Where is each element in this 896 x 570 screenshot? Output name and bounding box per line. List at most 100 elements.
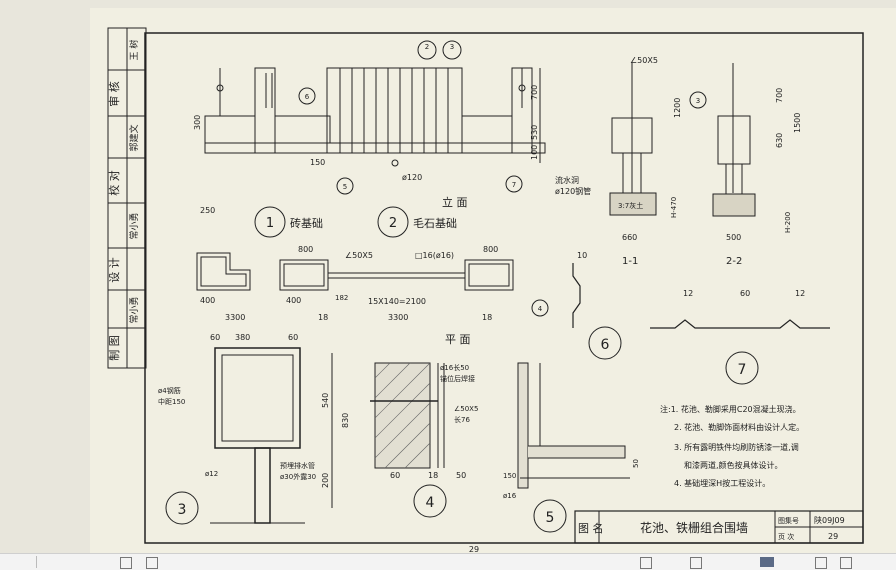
rotate-icon[interactable] [815, 557, 827, 569]
dim-660: 660 [622, 233, 637, 242]
drawing-svg: 校 对 设 计 审 核 制 图 郭建文 常小勇 王 树 常小勇 [107, 27, 864, 553]
lime-soil-1: 3:7灰土 [618, 201, 643, 210]
callout-4-plan: 4 [538, 305, 543, 313]
brick-foundation: 砖基础 [290, 216, 323, 230]
elevation-title: 立 面 [442, 195, 468, 209]
view-double-icon[interactable] [146, 557, 158, 569]
dim-3300-a: 3300 [225, 313, 245, 322]
fit-width-icon[interactable] [640, 557, 652, 569]
page-no: 29 [828, 532, 838, 541]
dim-sq16: □16(ø16) [415, 251, 454, 260]
dim-150-5: 150 [503, 472, 516, 480]
dim-540: 540 [321, 393, 330, 408]
section-1-1-title: 1-1 [622, 256, 638, 267]
dim-angle-plan: ∠50X5 [345, 251, 373, 260]
dim-700: 700 [530, 85, 539, 100]
label-design: 设 计 [108, 257, 121, 283]
footer-page-number: 29 [469, 545, 479, 553]
page-view-icon[interactable] [690, 557, 702, 569]
dim-60: 60 [740, 289, 750, 298]
callout-3-detail: 3 [178, 502, 187, 518]
dim-400-b: 400 [286, 296, 301, 305]
callout-6-detail: 6 [601, 337, 610, 353]
dim-800-b: 800 [483, 245, 498, 254]
section-1-1: 3:7灰土 ∠50X5 1200 流水洞 ø120钢管 H-470 660 1-… [555, 56, 682, 267]
dim-100: 100 [530, 145, 539, 160]
weld-rod-note: ø16长50 [440, 363, 469, 372]
label-draw: 制 图 [108, 335, 121, 361]
dim-15x140: 15X140=2100 [368, 297, 426, 306]
status-field[interactable] [0, 556, 37, 568]
angle-76-note: ∠50X5 [454, 405, 478, 413]
title-block: 图 名 花池、铁栅组合围墙 图集号 陕09J09 页 次 29 [574, 510, 864, 544]
callout-4-detail: 4 [426, 495, 435, 511]
rebar-note: ø4钢筋 [158, 386, 181, 395]
h-470: H-470 [670, 197, 678, 218]
phi12-note: ø12 [205, 470, 218, 478]
dim-angle-1: ∠50X5 [630, 56, 658, 65]
callout-2: 2 [389, 216, 397, 231]
callout-3-35: 3 [450, 43, 454, 51]
drain-pipe-note2: ø30外露30 [280, 472, 316, 481]
status-bar [0, 553, 896, 570]
dim-1200: 1200 [673, 98, 682, 118]
atlas-label: 图集号 [778, 516, 799, 525]
drain-pipe-note: 预埋排水管 [280, 461, 315, 470]
dim-530: 530 [530, 125, 539, 140]
h-200: H-200 [784, 212, 792, 233]
dim-phi120: ø120 [402, 173, 422, 182]
plan-title: 平 面 [445, 333, 471, 346]
fence-bars [339, 68, 449, 153]
dim-50-5: 50 [632, 459, 640, 468]
label-proofread: 校 对 [107, 170, 121, 196]
dim-800-a: 800 [298, 245, 313, 254]
elevation-view: 700 530 100 300 150 ø120 立 面 2 3 6 5 7 [193, 40, 546, 209]
dim-500: 500 [726, 233, 741, 242]
note-line-4: 和漆两道,颜色按具体设计。 [684, 460, 783, 470]
dim-380: 380 [235, 333, 250, 342]
callout-6: 6 [305, 93, 310, 101]
phi16-note: ø16 [503, 492, 517, 500]
notes-block: 注:1. 花池、勒脚采用C20混凝土现浇。 2. 花池、勒脚饰面材料由设计人定。… [660, 404, 804, 488]
dim-60-a: 60 [210, 333, 220, 342]
callout-2-35: 2 [425, 43, 429, 51]
note-line-5: 4. 基础埋深H按工程设计。 [674, 478, 770, 488]
detail-4: ø16长50 锚位后焊接 ∠50X5 长76 60 18 50 4 [370, 362, 478, 518]
signoff-table: 校 对 设 计 审 核 制 图 郭建文 常小勇 王 树 常小勇 [107, 27, 147, 369]
dim-182: 182 [335, 294, 348, 302]
zoom-icon[interactable] [760, 557, 774, 567]
callout-3: 3 [696, 97, 700, 105]
dim-300: 300 [193, 115, 202, 130]
dim-60-b: 60 [288, 333, 298, 342]
name-proofread: 郭建文 [128, 124, 140, 151]
atlas-no: 陕09J09 [814, 515, 845, 525]
spacing-note: 中距150 [158, 397, 185, 406]
drawing-name: 花池、铁栅组合围墙 [640, 520, 748, 535]
dim-50: 50 [456, 471, 466, 480]
section-2-2-title: 2-2 [726, 256, 742, 267]
callout-5-detail: 5 [546, 510, 555, 526]
drain-pipe: ø120钢管 [555, 186, 591, 196]
dim-400-a: 400 [200, 296, 215, 305]
dim-10: 10 [577, 251, 587, 260]
dim-12-b: 12 [795, 289, 805, 298]
callout-7: 7 [512, 181, 516, 189]
note-line-2: 2. 花池、勒脚饰面材料由设计人定。 [674, 422, 804, 432]
stone-foundation: 毛石基础 [413, 217, 457, 230]
dim-18-c: 18 [428, 471, 438, 480]
note-line-1: 注:1. 花池、勒脚采用C20混凝土现浇。 [660, 404, 801, 414]
callout-7-detail: 7 [738, 362, 747, 378]
detail-6-profile: 10 6 [572, 251, 622, 360]
fullscreen-icon[interactable] [840, 557, 852, 569]
name-design: 常小勇 [128, 212, 140, 239]
dim-12-a: 12 [683, 289, 693, 298]
detail-5: 150 ø16 50 5 [503, 362, 640, 533]
section-2-2: 3 700 630 1500 H-200 500 2-2 [689, 63, 802, 267]
dim-1500: 1500 [793, 113, 802, 133]
dim-3300-b: 3300 [388, 313, 408, 322]
callout-1: 1 [266, 216, 274, 231]
view-single-icon[interactable] [120, 557, 132, 569]
name-draw: 常小勇 [128, 296, 140, 323]
drain-hole: 流水洞 [555, 175, 579, 185]
dim-18-b: 18 [482, 313, 492, 322]
